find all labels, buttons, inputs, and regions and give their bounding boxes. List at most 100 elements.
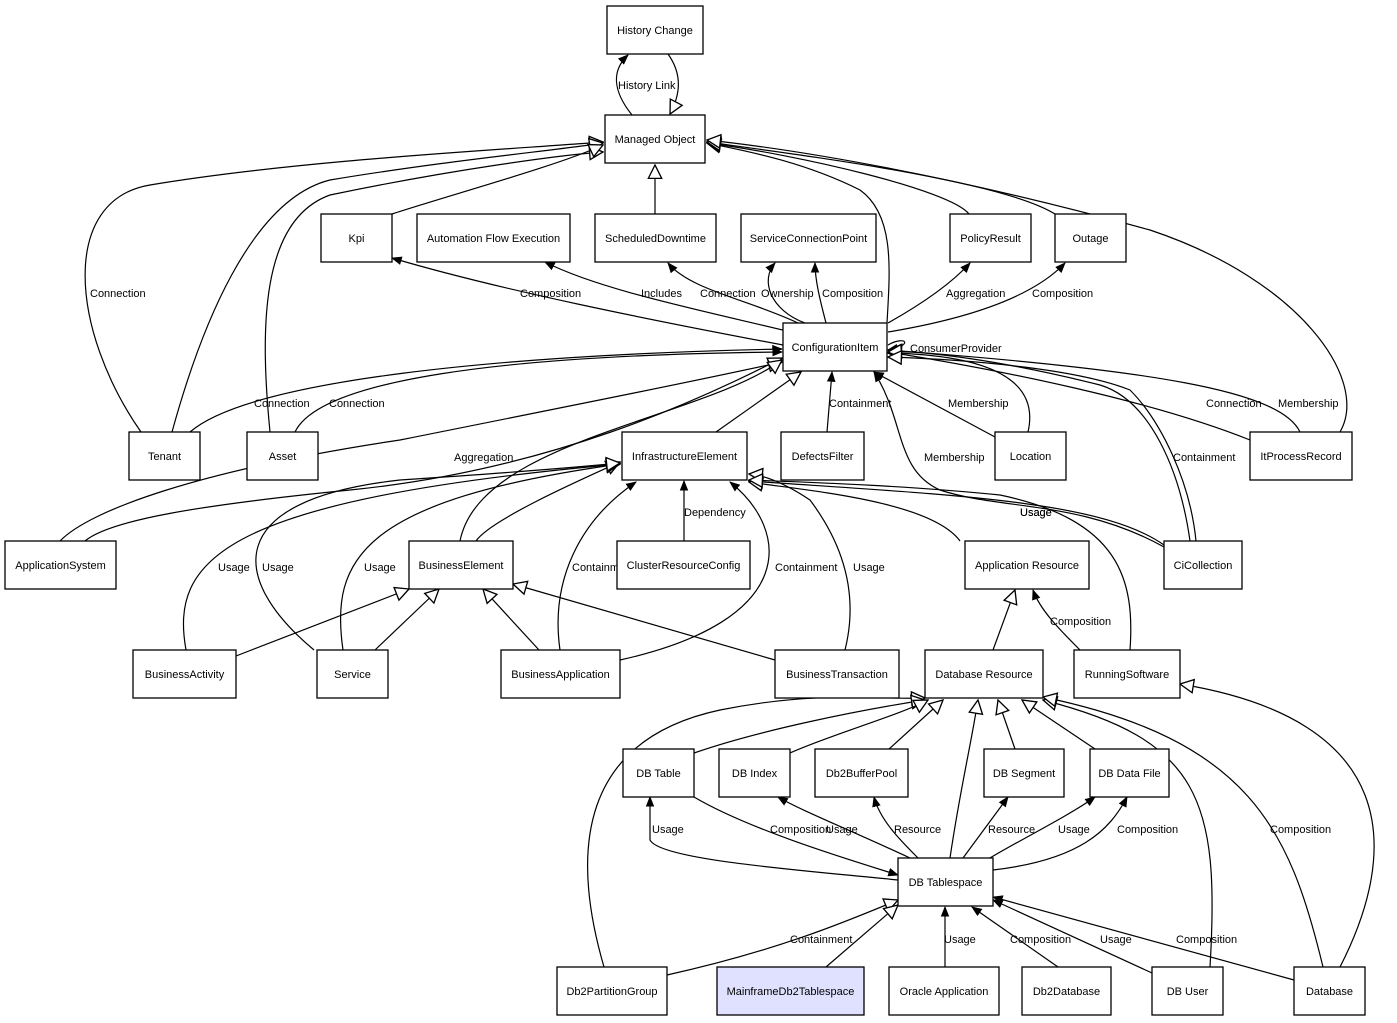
node-database[interactable]: Database (1293, 966, 1366, 1016)
node-box[interactable] (1054, 213, 1127, 263)
node-db2-buffer-pool[interactable]: Db2BufferPool (814, 748, 909, 798)
node-db2-partition-group[interactable]: Db2PartitionGroup (556, 966, 668, 1016)
node-ci-collection[interactable]: CiCollection (1163, 540, 1243, 590)
edge-label: Membership (924, 452, 985, 464)
node-box[interactable] (740, 213, 877, 263)
edge-label: Connection (90, 288, 146, 300)
node-box[interactable] (718, 748, 791, 798)
node-box[interactable] (621, 431, 748, 481)
node-configuration-item[interactable]: ConfigurationItem (782, 322, 888, 372)
node-application-resource[interactable]: Application Resource (964, 540, 1090, 590)
association-edge (693, 796, 900, 877)
node-db-table[interactable]: DB Table (622, 748, 695, 798)
node-db-data-file[interactable]: DB Data File (1089, 748, 1170, 798)
node-business-transaction[interactable]: BusinessTransaction (774, 649, 900, 699)
node-business-application[interactable]: BusinessApplication (500, 649, 621, 699)
node-box[interactable] (1073, 649, 1181, 699)
node-box[interactable] (897, 857, 994, 907)
node-location[interactable]: Location (994, 431, 1067, 481)
node-label: Tenant (148, 451, 181, 463)
node-box[interactable] (128, 431, 201, 481)
node-kpi[interactable]: Kpi (320, 213, 393, 263)
node-cluster-resource-config[interactable]: ClusterResourceConfig (616, 540, 751, 590)
node-box[interactable] (1293, 966, 1366, 1016)
node-box[interactable] (556, 966, 668, 1016)
node-label: Oracle Application (900, 986, 989, 998)
node-box[interactable] (4, 540, 117, 590)
edge-label: Usage (853, 562, 885, 574)
association-edge (619, 481, 770, 661)
node-box[interactable] (606, 5, 704, 55)
node-label: Db2BufferPool (826, 768, 897, 780)
node-tenant[interactable]: Tenant (128, 431, 201, 481)
node-box[interactable] (1151, 966, 1224, 1016)
node-service[interactable]: Service (316, 649, 389, 699)
node-box[interactable] (814, 748, 909, 798)
node-asset[interactable]: Asset (246, 431, 319, 481)
edge-label: Connection (1206, 398, 1262, 410)
node-infrastructure-element[interactable]: InfrastructureElement (621, 431, 748, 481)
association-edge (873, 371, 1165, 548)
node-label: Kpi (349, 233, 365, 245)
node-box[interactable] (1249, 431, 1353, 481)
node-box[interactable] (924, 649, 1044, 699)
node-service-connection-point[interactable]: ServiceConnectionPoint (740, 213, 877, 263)
node-box[interactable] (780, 431, 865, 481)
node-it-process-record[interactable]: ItProcessRecord (1249, 431, 1353, 481)
node-label: DB Tablespace (909, 877, 983, 889)
node-box[interactable] (622, 748, 695, 798)
node-box[interactable] (888, 966, 1000, 1016)
node-box[interactable] (1163, 540, 1243, 590)
association-edge (667, 262, 799, 324)
node-business-element[interactable]: BusinessElement (408, 540, 514, 590)
inheritance-edge (707, 143, 970, 215)
node-db-index[interactable]: DB Index (718, 748, 791, 798)
node-box[interactable] (983, 748, 1065, 798)
node-box[interactable] (1089, 748, 1170, 798)
node-box[interactable] (416, 213, 571, 263)
node-db-tablespace[interactable]: DB Tablespace (897, 857, 994, 907)
node-automation-flow[interactable]: Automation Flow Execution (416, 213, 571, 263)
node-box[interactable] (782, 322, 888, 372)
node-box[interactable] (320, 213, 393, 263)
node-history-change[interactable]: History Change (606, 5, 704, 55)
node-db-segment[interactable]: DB Segment (983, 748, 1065, 798)
node-box[interactable] (246, 431, 319, 481)
association-edge (189, 344, 784, 433)
inheritance-edge (459, 360, 782, 542)
node-db2-database[interactable]: Db2Database (1021, 966, 1112, 1016)
node-label: BusinessElement (419, 560, 504, 572)
node-oracle-application[interactable]: Oracle Application (888, 966, 1000, 1016)
node-defects-filter[interactable]: DefectsFilter (780, 431, 865, 481)
node-label: Outage (1072, 233, 1108, 245)
node-label: ApplicationSystem (15, 560, 106, 572)
node-application-system[interactable]: ApplicationSystem (4, 540, 117, 590)
node-box[interactable] (1021, 966, 1112, 1016)
association-edge (765, 262, 806, 324)
node-box[interactable] (716, 966, 865, 1016)
node-db-user[interactable]: DB User (1151, 966, 1224, 1016)
node-box[interactable] (594, 213, 717, 263)
node-box[interactable] (964, 540, 1090, 590)
node-mainframe-db2-tablespace[interactable]: MainframeDb2Tablespace (716, 966, 865, 1016)
node-box[interactable] (132, 649, 237, 699)
node-box[interactable] (616, 540, 751, 590)
edge-label: Composition (1117, 824, 1178, 836)
node-label: Service (334, 669, 371, 681)
node-outage[interactable]: Outage (1054, 213, 1127, 263)
node-running-software[interactable]: RunningSoftware (1073, 649, 1181, 699)
node-database-resource[interactable]: Database Resource (924, 649, 1044, 699)
node-business-activity[interactable]: BusinessActivity (132, 649, 237, 699)
node-box[interactable] (408, 540, 514, 590)
edge-label: Usage (1058, 824, 1090, 836)
node-box[interactable] (500, 649, 621, 699)
node-box[interactable] (774, 649, 900, 699)
node-box[interactable] (604, 114, 706, 164)
node-box[interactable] (994, 431, 1067, 481)
node-policy-result[interactable]: PolicyResult (949, 213, 1032, 263)
node-scheduled-downtime[interactable]: ScheduledDowntime (594, 213, 717, 263)
node-managed-object[interactable]: Managed Object (604, 114, 706, 164)
node-box[interactable] (316, 649, 389, 699)
node-box[interactable] (949, 213, 1032, 263)
